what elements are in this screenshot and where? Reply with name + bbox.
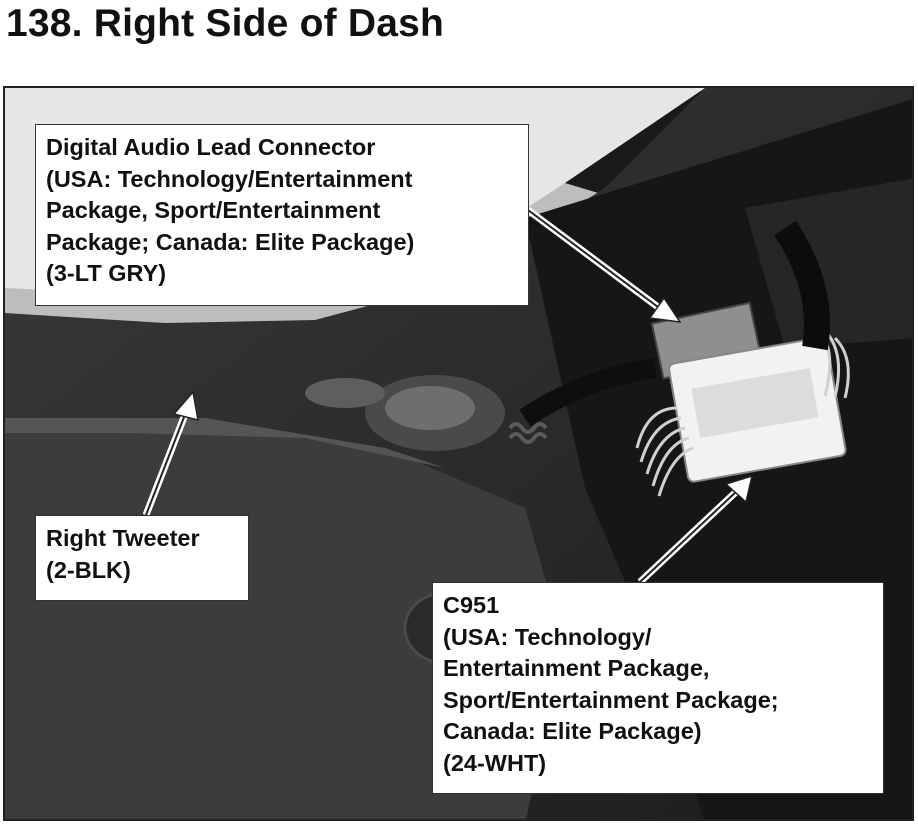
callout-line: Digital Audio Lead Connector: [46, 134, 376, 160]
callout-line: (3-LT GRY): [46, 260, 167, 286]
callout-line: Entertainment Package,: [443, 655, 710, 681]
callout-line: (24-WHT): [443, 749, 547, 776]
callout-line: Sport/Entertainment Package;: [443, 686, 779, 713]
callout-line: (USA: Technology/: [443, 623, 652, 650]
callout-line: C951: [443, 592, 500, 618]
callout-right-tweeter: Right Tweeter (2-BLK): [35, 515, 249, 601]
callout-line: (2-BLK): [46, 556, 131, 583]
callout-line: Right Tweeter: [46, 525, 200, 551]
callout-line: (USA: Technology/Entertainment: [46, 165, 413, 192]
callout-line: Package, Sport/Entertainment: [46, 197, 381, 223]
page-title: 138. Right Side of Dash: [6, 2, 445, 45]
callout-digital-audio-lead-connector: Digital Audio Lead Connector (USA: Techn…: [35, 124, 529, 306]
callout-line: Package; Canada: Elite Package): [46, 228, 415, 255]
callout-c951: C951 (USA: Technology/ Entertainment Pac…: [432, 582, 884, 794]
callout-line: Canada: Elite Package): [443, 718, 702, 744]
